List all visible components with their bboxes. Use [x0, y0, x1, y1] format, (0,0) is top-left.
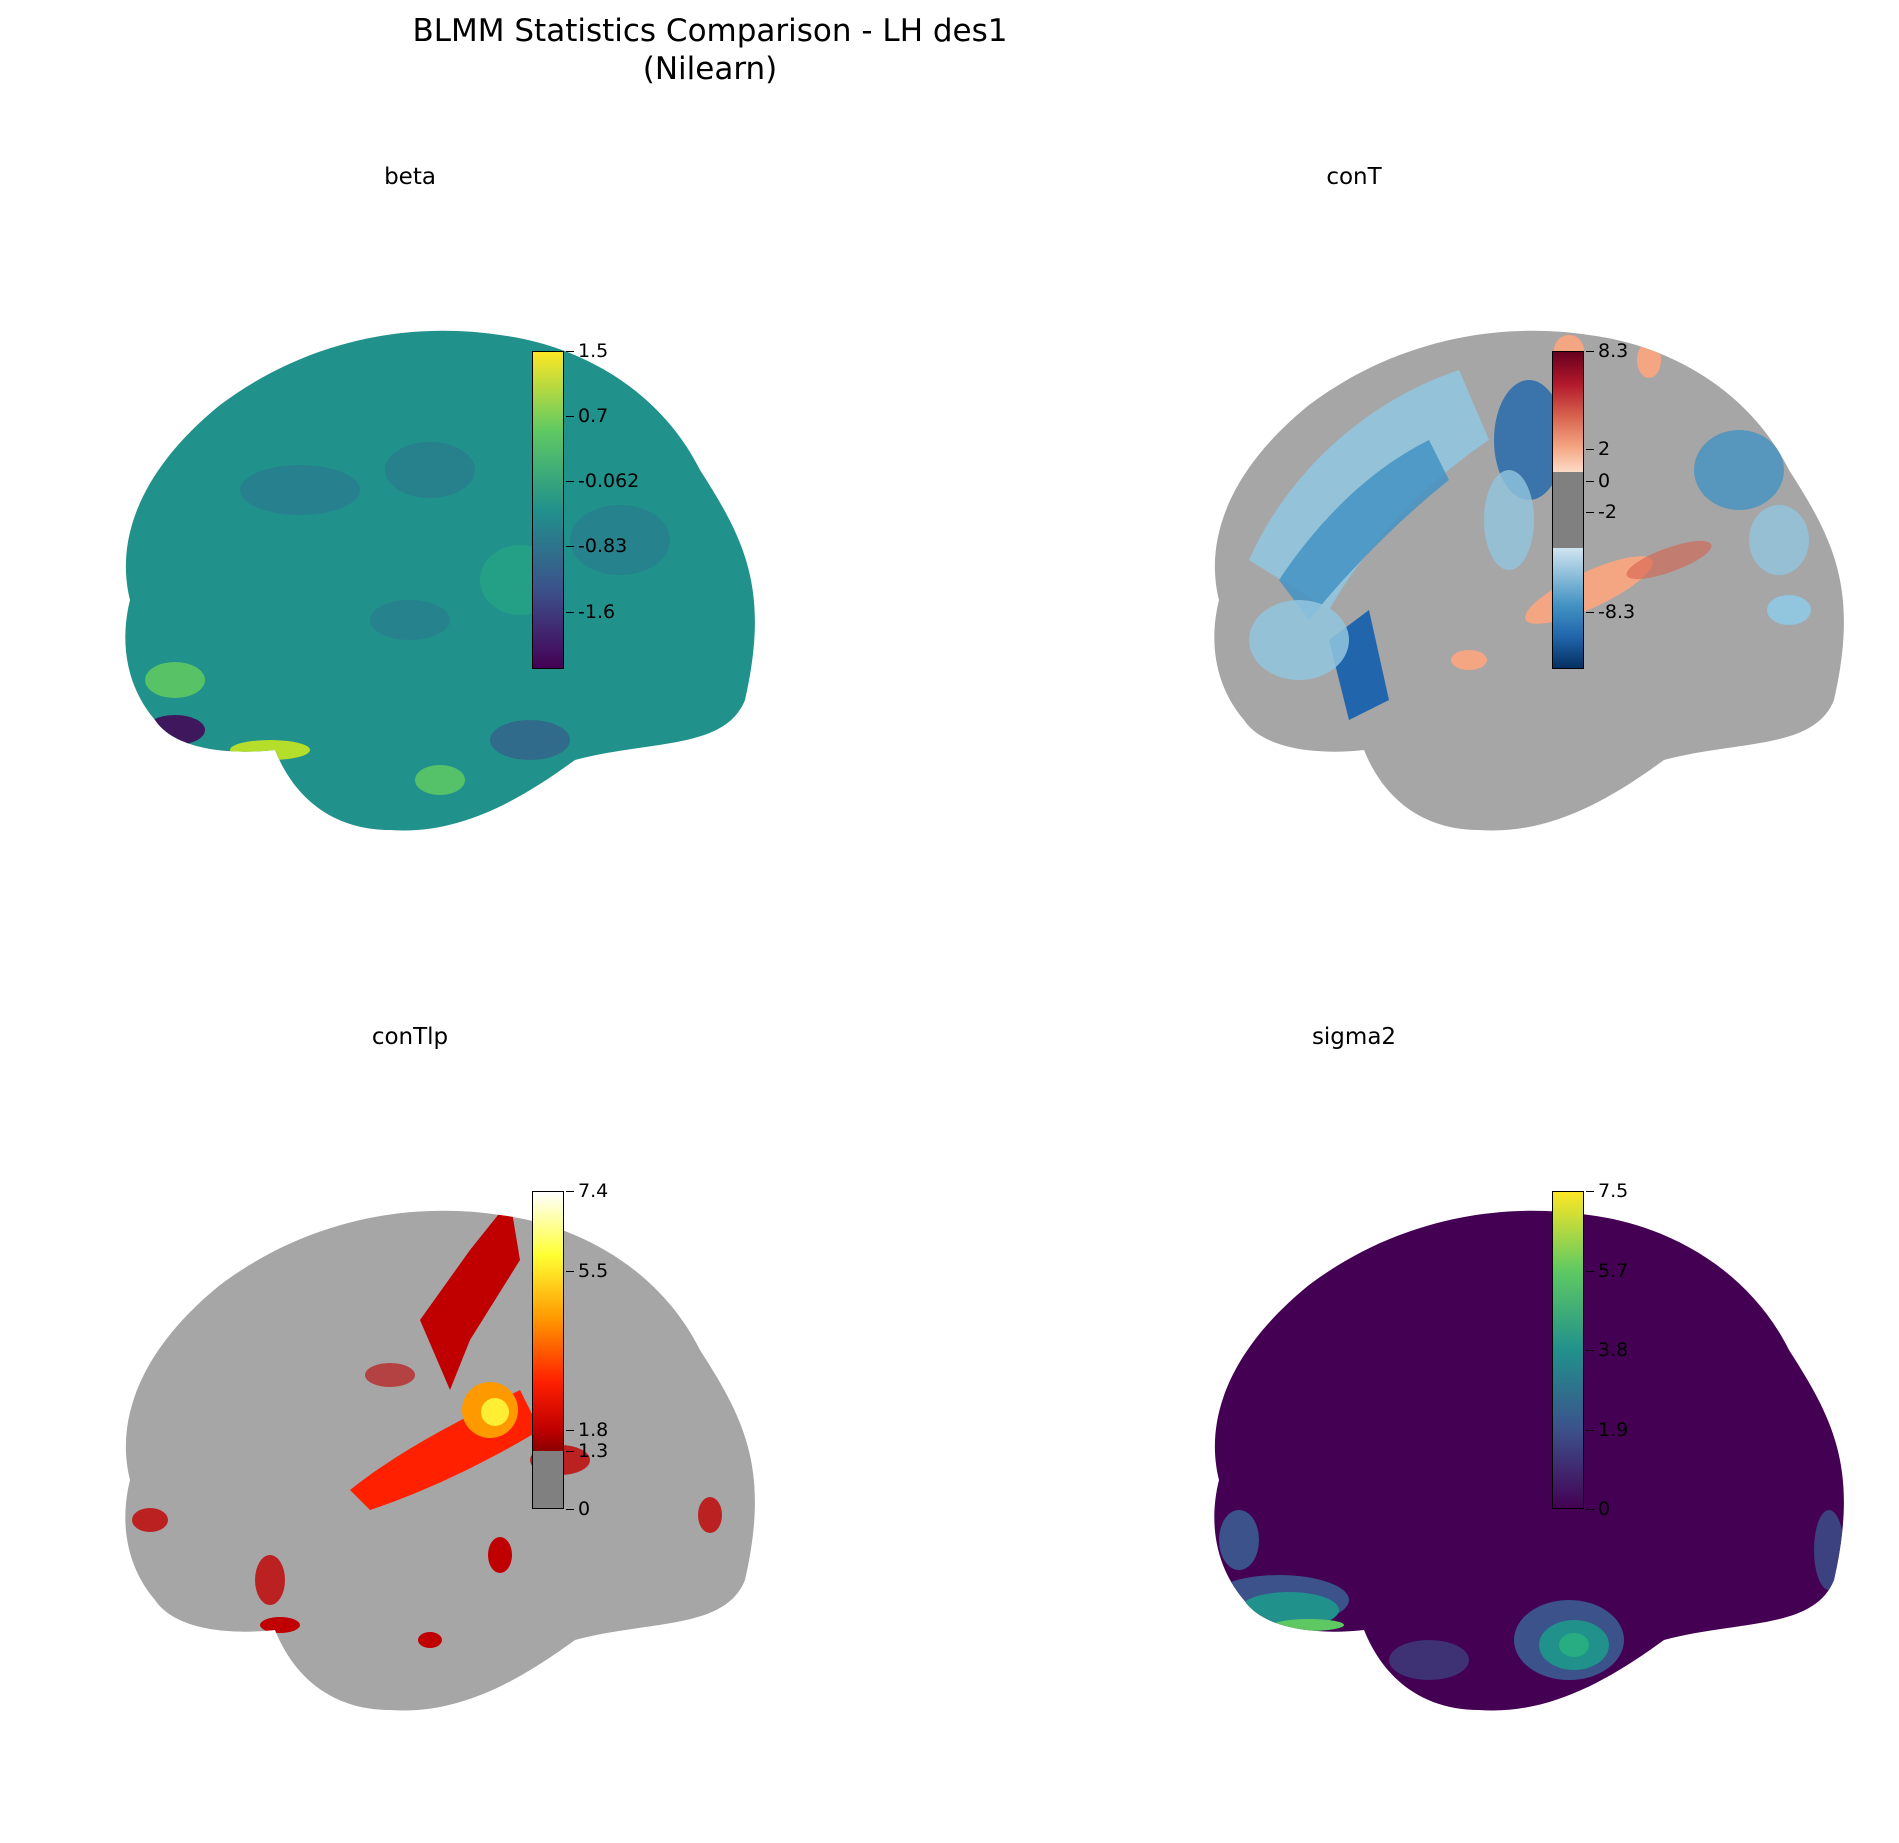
brain-surface-contlp [125, 1210, 755, 1711]
panel-sigma2: sigma2 7.5 5.7 3.8 1.9 0 [949, 920, 1898, 1840]
panel-cont: conT 8.3 2 0 -2 -8.3 [949, 140, 1898, 1060]
panel-title-sigma2: sigma2 [1311, 1024, 1397, 1050]
panel-title-cont: conT [1326, 164, 1382, 190]
colorbar-tick: 0.7 [565, 405, 609, 427]
colorbar-sigma2 [1552, 1191, 1584, 1509]
figure-title-line1: BLMM Statistics Comparison - LH des1 [412, 13, 1008, 49]
colorbar-tick: 5.5 [565, 1260, 609, 1282]
colorbar-tick: 2 [1585, 438, 1611, 460]
colorbar-tick: -0.83 [565, 535, 628, 557]
brain-surface-beta [125, 330, 755, 831]
colorbar-tick: 5.7 [1585, 1260, 1629, 1282]
colorbar-tick: 1.5 [565, 340, 609, 362]
colorbar-tick: -8.3 [1585, 601, 1636, 623]
colorbar-tick: 0 [1585, 1498, 1611, 1520]
figure-title: BLMM Statistics Comparison - LH des1 (Ni… [0, 12, 1420, 88]
brain-surface-sigma2 [1214, 1210, 1844, 1711]
colorbar-tick: 1.9 [1585, 1419, 1629, 1441]
colorbar-tick: 8.3 [1585, 340, 1629, 362]
colorbar-tick: -2 [1586, 501, 1617, 523]
colorbar-tick: 1.3 [565, 1440, 609, 1462]
panel-title-contlp: conTlp [371, 1024, 449, 1050]
colorbar-tick: 7.4 [565, 1180, 609, 1202]
colorbar-tick: 3.8 [1585, 1339, 1629, 1361]
colorbar-contlp [532, 1191, 564, 1509]
panel-contlp: conTlp 7.4 5.5 1.8 1.3 0 [0, 920, 949, 1840]
colorbar-tick: 1.8 [565, 1419, 609, 1441]
figure-title-line2: (Nilearn) [642, 51, 778, 87]
brain-surface-cont [1214, 330, 1844, 831]
colorbar-beta [532, 351, 564, 669]
colorbar-tick: 0 [1585, 470, 1611, 492]
colorbar-tick: -0.062 [565, 470, 640, 492]
colorbar-tick: -1.6 [565, 601, 616, 623]
colorbar-cont [1552, 351, 1584, 669]
colorbar-tick: 7.5 [1585, 1180, 1629, 1202]
panel-title-beta: beta [384, 164, 436, 190]
panel-beta: beta 1.5 0.7 -0.062 -0.83 -1.6 [0, 140, 949, 1060]
colorbar-tick: 0 [565, 1498, 591, 1520]
